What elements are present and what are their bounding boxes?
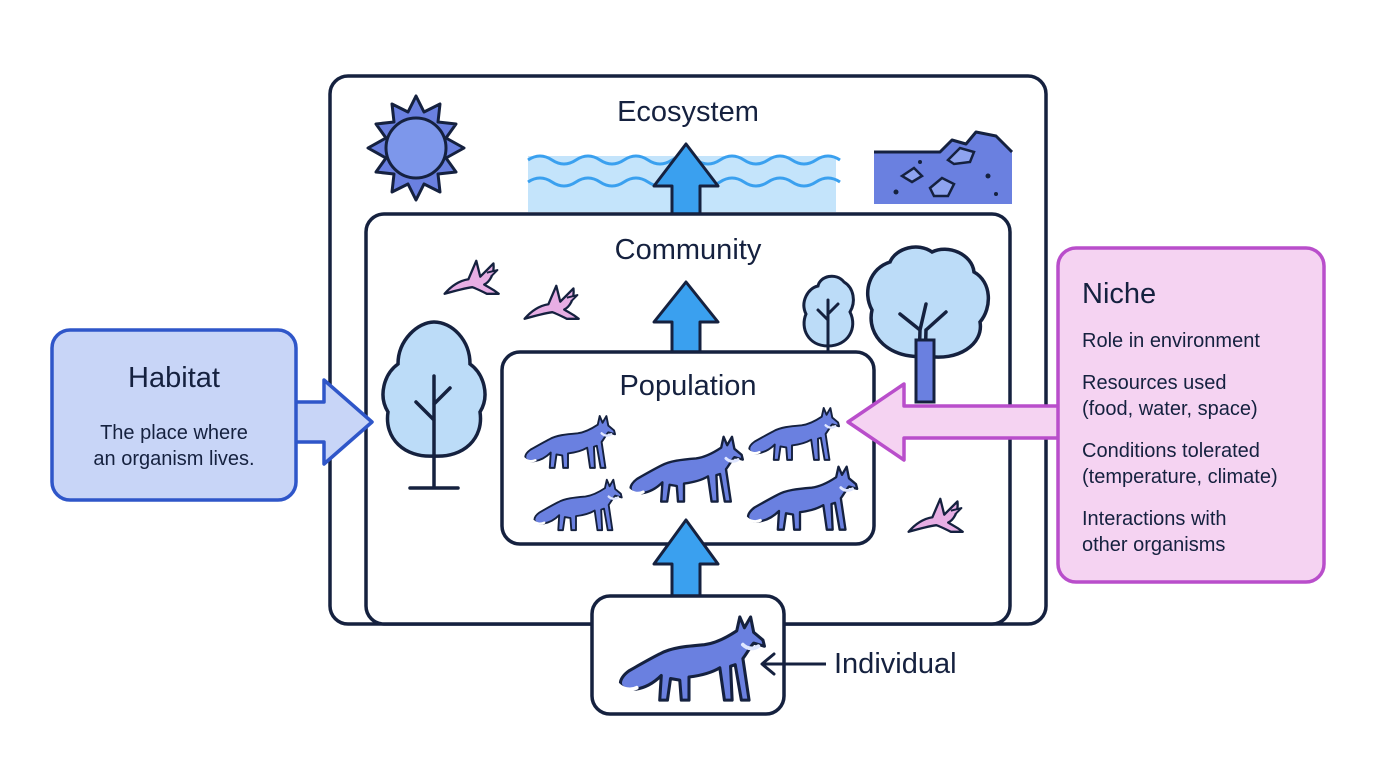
tree-icon	[866, 245, 991, 404]
ecosystem-label: Ecosystem	[617, 96, 759, 128]
niche-item-interactions-detail: other organisms	[1082, 534, 1226, 556]
individual-pointer-arrow	[760, 652, 826, 676]
niche-callout	[846, 246, 1326, 584]
habitat-title: Habitat	[128, 362, 220, 394]
rocks-icon	[874, 130, 1014, 204]
community-label: Community	[614, 234, 762, 266]
tree-icon	[381, 320, 487, 490]
niche-item-role: Role in environment	[1082, 330, 1260, 352]
niche-arrow	[846, 382, 1064, 462]
niche-item-resources: Resources used	[1082, 372, 1227, 394]
niche-item-conditions: Conditions tolerated	[1082, 440, 1260, 462]
niche-item-interactions: Interactions with	[1082, 508, 1227, 530]
arrow-population-to-community	[652, 280, 720, 354]
niche-box	[1056, 246, 1326, 584]
habitat-description-line1: The place where	[100, 422, 248, 444]
sun-icon	[366, 94, 466, 202]
arrow-community-to-ecosystem	[652, 142, 720, 218]
population-label: Population	[619, 370, 757, 402]
habitat-description-line2: an organism lives.	[93, 448, 255, 470]
tree-icon	[802, 274, 855, 354]
niche-item-conditions-detail: (temperature, climate)	[1082, 466, 1278, 488]
habitat-callout	[50, 328, 374, 502]
individual-label: Individual	[834, 648, 957, 680]
niche-item-resources-detail: (food, water, space)	[1082, 398, 1258, 420]
niche-title: Niche	[1082, 278, 1157, 310]
habitat-box	[50, 328, 298, 502]
